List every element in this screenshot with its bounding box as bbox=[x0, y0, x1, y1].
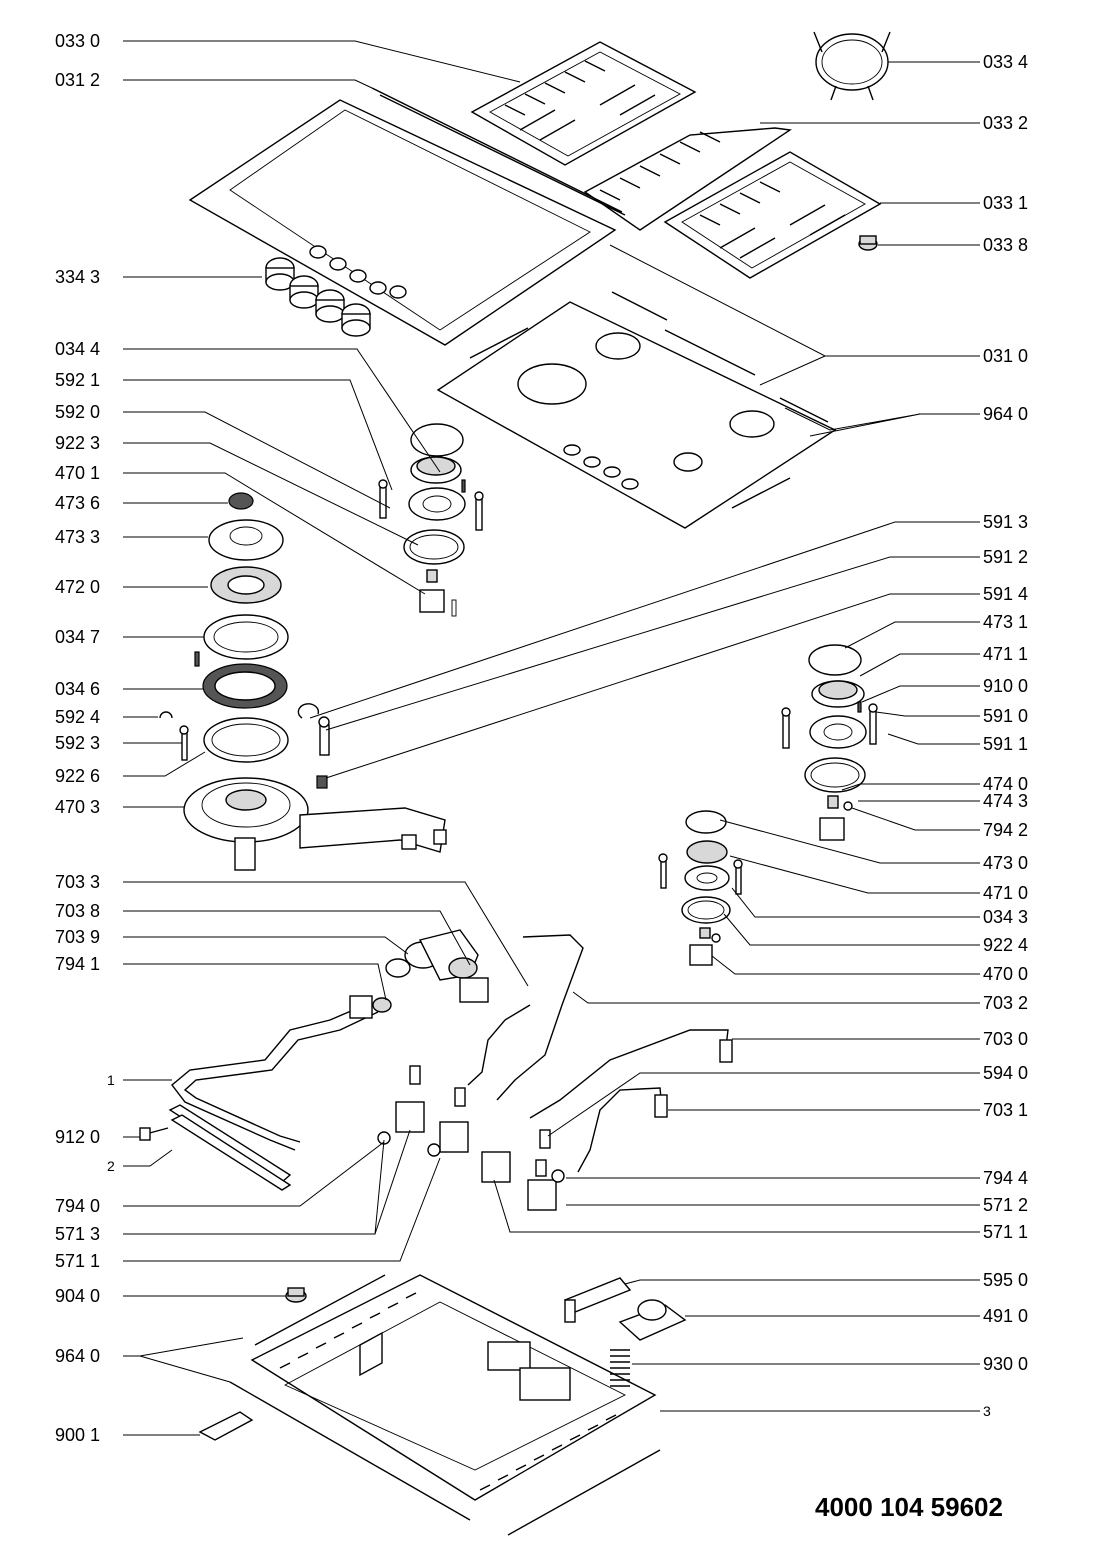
callout-473-1: 473 1 bbox=[983, 612, 1028, 632]
callouts-right: 033 4 033 2 033 1 033 8 031 0 964 0 591 … bbox=[983, 52, 1028, 1419]
callout-472-0: 472 0 bbox=[55, 577, 100, 597]
callout-033-1: 033 1 bbox=[983, 193, 1028, 213]
callout-034-7: 034 7 bbox=[55, 627, 100, 647]
burner-group-right-lower bbox=[658, 810, 743, 966]
callout-474-0: 474 0 bbox=[983, 774, 1028, 794]
callout-473-0: 473 0 bbox=[983, 853, 1028, 873]
callout-034-4: 034 4 bbox=[55, 339, 100, 359]
rubber-foot bbox=[858, 235, 878, 251]
ignition-module bbox=[563, 1277, 632, 1323]
callout-471-1: 471 1 bbox=[983, 644, 1028, 664]
callout-1: 1 bbox=[107, 1072, 115, 1088]
callout-794-0: 794 0 bbox=[55, 1196, 100, 1216]
callout-594-0: 594 0 bbox=[983, 1063, 1028, 1083]
callout-703-9: 703 9 bbox=[55, 927, 100, 947]
callouts-left: 033 0 031 2 334 3 034 4 592 1 592 0 922 … bbox=[55, 31, 115, 1445]
callout-591-4: 591 4 bbox=[983, 584, 1028, 604]
callout-334-3: 334 3 bbox=[55, 267, 100, 287]
callout-591-0: 591 0 bbox=[983, 706, 1028, 726]
callout-034-3: 034 3 bbox=[983, 907, 1028, 927]
callout-922-4: 922 4 bbox=[983, 935, 1028, 955]
callout-034-6: 034 6 bbox=[55, 679, 100, 699]
callout-474-3: 474 3 bbox=[983, 791, 1028, 811]
callout-571-2: 571 2 bbox=[983, 1195, 1028, 1215]
callout-922-6: 922 6 bbox=[55, 766, 100, 786]
gas-pipe-main bbox=[171, 995, 379, 1151]
electrode-center-assembly bbox=[297, 703, 330, 789]
pan-support-grate-middle bbox=[583, 127, 792, 231]
gas-inlet-elbow bbox=[372, 929, 489, 1013]
callout-595-0: 595 0 bbox=[983, 1270, 1028, 1290]
callout-473-6: 473 6 bbox=[55, 493, 100, 513]
spark-generator bbox=[618, 1299, 687, 1341]
callout-794-2: 794 2 bbox=[983, 820, 1028, 840]
burner-base-large bbox=[183, 777, 447, 871]
wok-ring bbox=[813, 31, 891, 101]
callout-794-4: 794 4 bbox=[983, 1168, 1028, 1188]
callout-592-4: 592 4 bbox=[55, 707, 100, 727]
callout-470-0: 470 0 bbox=[983, 964, 1028, 984]
callout-703-3: 703 3 bbox=[55, 872, 100, 892]
callout-592-1: 592 1 bbox=[55, 370, 100, 390]
spring bbox=[610, 1349, 630, 1387]
callout-033-0: 033 0 bbox=[55, 31, 100, 51]
callout-571-1-right: 571 1 bbox=[983, 1222, 1028, 1242]
pan-support-grate-right bbox=[663, 151, 882, 279]
callout-491-0: 491 0 bbox=[983, 1306, 1028, 1326]
callout-591-3: 591 3 bbox=[983, 512, 1028, 532]
control-knobs bbox=[265, 257, 371, 337]
callout-592-0: 592 0 bbox=[55, 402, 100, 422]
callout-900-1: 900 1 bbox=[55, 1425, 100, 1445]
callout-031-0: 031 0 bbox=[983, 346, 1028, 366]
cooktop-frame bbox=[188, 87, 626, 346]
callout-033-8: 033 8 bbox=[983, 235, 1028, 255]
callout-703-2: 703 2 bbox=[983, 993, 1028, 1013]
callout-2: 2 bbox=[107, 1158, 115, 1174]
callout-591-1: 591 1 bbox=[983, 734, 1028, 754]
burner-group-center bbox=[378, 423, 484, 617]
callout-471-0: 471 0 bbox=[983, 883, 1028, 903]
callout-964-0-right: 964 0 bbox=[983, 404, 1028, 424]
gas-pipes-distribution bbox=[467, 934, 733, 1173]
burner-group-right-upper bbox=[781, 644, 878, 841]
callout-571-1-left: 571 1 bbox=[55, 1251, 100, 1271]
callout-473-3: 473 3 bbox=[55, 527, 100, 547]
callout-794-1: 794 1 bbox=[55, 954, 100, 974]
callout-964-0-left: 964 0 bbox=[55, 1346, 100, 1366]
callout-910-0: 910 0 bbox=[983, 676, 1028, 696]
callout-3: 3 bbox=[983, 1403, 991, 1419]
callout-703-1: 703 1 bbox=[983, 1100, 1028, 1120]
document-number: 4000 104 59602 bbox=[815, 1492, 1003, 1522]
callout-470-1: 470 1 bbox=[55, 463, 100, 483]
callout-592-3: 592 3 bbox=[55, 733, 100, 753]
callout-922-3: 922 3 bbox=[55, 433, 100, 453]
burner-stack-left bbox=[159, 492, 289, 763]
callout-031-2: 031 2 bbox=[55, 70, 100, 90]
callout-033-4: 033 4 bbox=[983, 52, 1028, 72]
callout-033-2: 033 2 bbox=[983, 113, 1028, 133]
mounting-bracket bbox=[198, 1411, 254, 1441]
callout-703-8: 703 8 bbox=[55, 901, 100, 921]
gas-valves bbox=[377, 1065, 565, 1211]
callout-703-0: 703 0 bbox=[983, 1029, 1028, 1049]
callout-591-2: 591 2 bbox=[983, 547, 1028, 567]
callout-470-3: 470 3 bbox=[55, 797, 100, 817]
callout-930-0: 930 0 bbox=[983, 1354, 1028, 1374]
hinge-bracket bbox=[139, 1104, 292, 1191]
bottom-tray bbox=[229, 1274, 661, 1536]
cable-clip bbox=[285, 1287, 307, 1303]
tray-slots bbox=[279, 1292, 617, 1491]
leader-lines bbox=[123, 40, 980, 1436]
callout-904-0: 904 0 bbox=[55, 1286, 100, 1306]
callout-912-0: 912 0 bbox=[55, 1127, 100, 1147]
callout-571-3: 571 3 bbox=[55, 1224, 100, 1244]
glass-plate bbox=[436, 291, 837, 529]
pan-support-grate-top bbox=[470, 41, 697, 166]
